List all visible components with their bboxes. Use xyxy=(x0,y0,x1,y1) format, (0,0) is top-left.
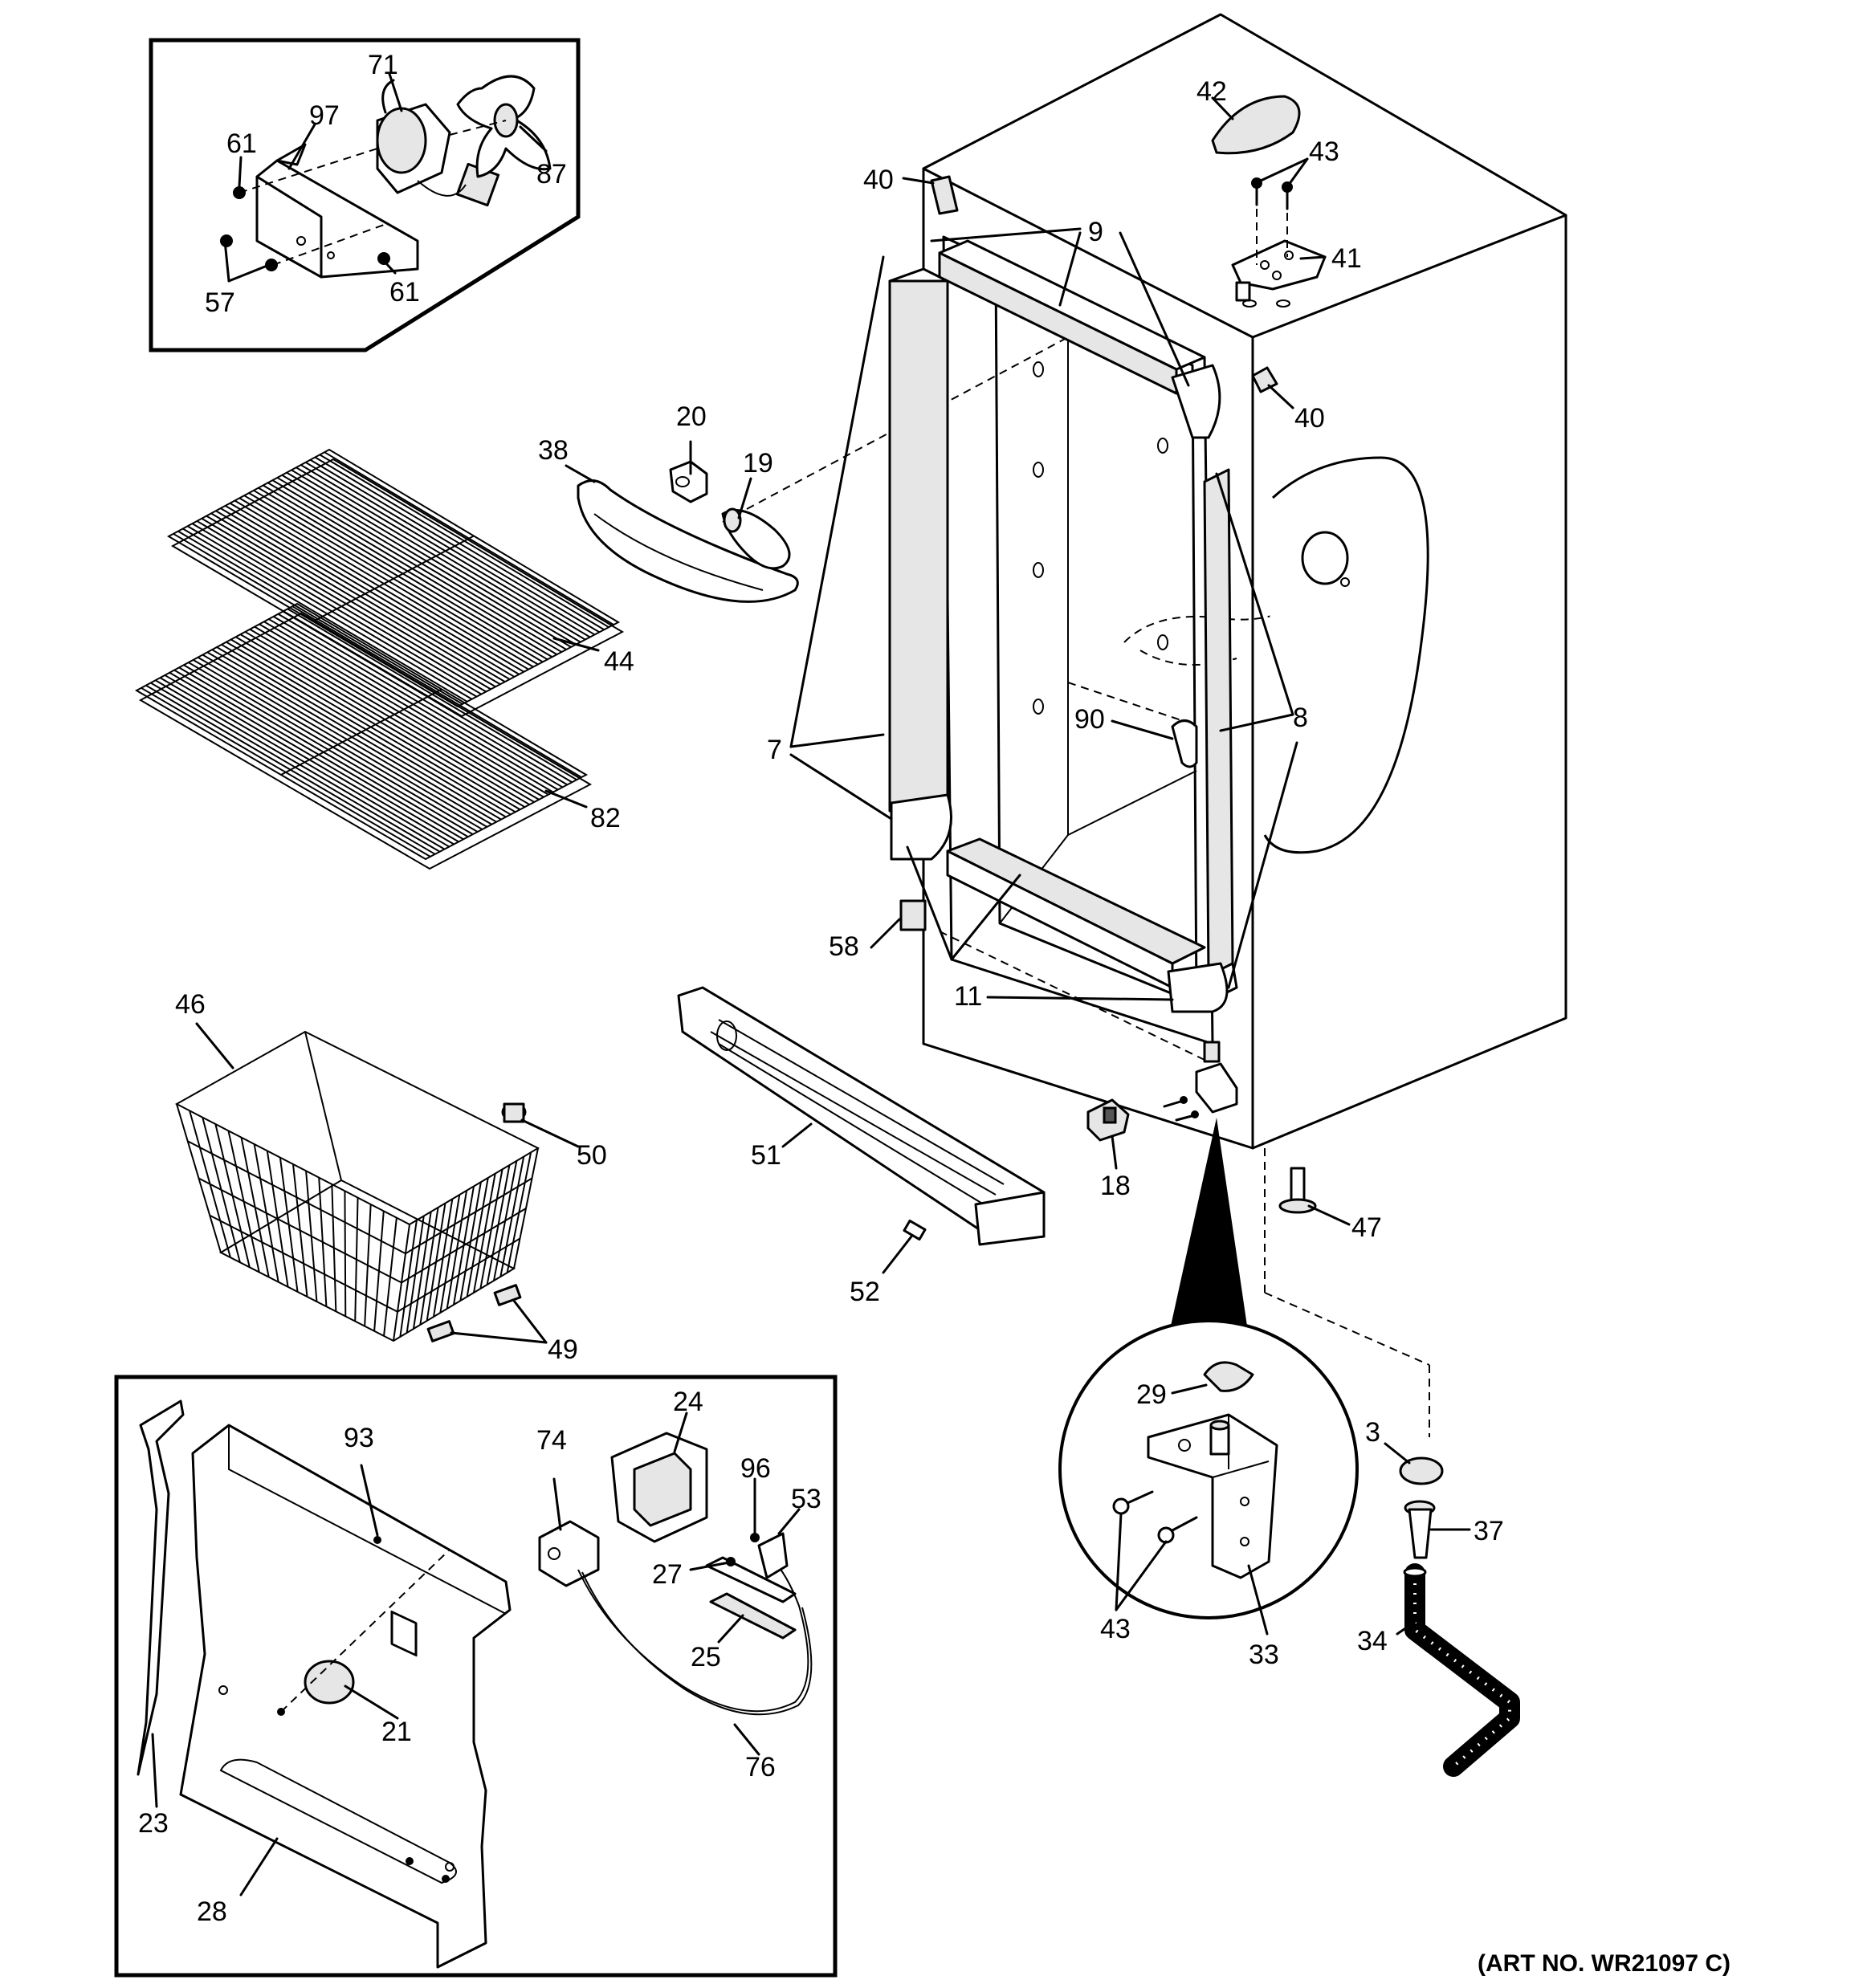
callout-8: 8 xyxy=(1293,703,1308,733)
callout-61-upper: 61 xyxy=(226,128,257,159)
callout-57: 57 xyxy=(205,287,235,318)
callout-37: 37 xyxy=(1474,1516,1504,1546)
basket-stop xyxy=(501,1102,527,1123)
callout-9: 9 xyxy=(1088,217,1103,247)
callout-47: 47 xyxy=(1351,1212,1382,1243)
callout-33: 33 xyxy=(1249,1640,1279,1670)
callout-11: 11 xyxy=(954,981,982,1012)
wire-shelf-upper xyxy=(166,448,625,718)
base-grille xyxy=(677,986,1046,1246)
callout-43-top: 43 xyxy=(1309,136,1339,167)
light-socket xyxy=(669,460,708,503)
art-number: (ART NO. WR21097 C) xyxy=(1478,1950,1730,1977)
callout-97: 97 xyxy=(309,100,340,131)
callout-96: 96 xyxy=(740,1453,771,1484)
callout-29: 29 xyxy=(1136,1379,1167,1410)
breaker-strip-top xyxy=(938,239,1221,439)
callout-50: 50 xyxy=(577,1140,607,1171)
hinge-detail-zoom xyxy=(1058,1118,1359,1619)
callout-74: 74 xyxy=(536,1425,567,1456)
wire-shelf-lower xyxy=(134,602,593,870)
callout-18: 18 xyxy=(1100,1171,1131,1201)
leveling-leg xyxy=(1264,1148,1430,1437)
back-panel-disc xyxy=(1263,456,1429,854)
callout-61-lower: 61 xyxy=(389,277,420,308)
callout-38: 38 xyxy=(538,435,569,466)
drain-cap xyxy=(1399,1456,1444,1485)
leader-lines xyxy=(151,72,1471,1896)
cabinet-body xyxy=(722,13,1567,1150)
callout-46: 46 xyxy=(175,989,206,1020)
callout-7: 7 xyxy=(767,735,782,765)
light-switch xyxy=(899,899,927,931)
light-bulb xyxy=(721,507,791,570)
callout-93: 93 xyxy=(344,1423,374,1453)
callout-28: 28 xyxy=(197,1896,227,1927)
callout-58: 58 xyxy=(829,931,859,962)
callout-40-right: 40 xyxy=(1294,403,1325,434)
door-stop xyxy=(1171,719,1198,768)
breaker-strip-left xyxy=(888,267,952,861)
hinge-screws-top xyxy=(1251,177,1293,265)
wire-basket xyxy=(174,1030,540,1342)
callout-40-left: 40 xyxy=(863,165,894,195)
callout-21: 21 xyxy=(381,1717,412,1747)
callout-3: 3 xyxy=(1365,1417,1380,1448)
top-hinge-cover xyxy=(1211,95,1301,155)
callout-24: 24 xyxy=(673,1387,703,1417)
callout-87: 87 xyxy=(536,159,567,189)
callout-34: 34 xyxy=(1357,1626,1388,1656)
top-hinge xyxy=(1231,239,1327,308)
bottom-hinge-bracket xyxy=(1163,1041,1238,1122)
grille-stud xyxy=(903,1219,927,1241)
callout-44: 44 xyxy=(604,646,634,677)
callout-90: 90 xyxy=(1074,704,1105,735)
callout-53: 53 xyxy=(791,1484,821,1514)
drain-tube xyxy=(1403,1563,1520,1777)
callout-52: 52 xyxy=(850,1277,880,1307)
callout-27: 27 xyxy=(652,1559,683,1590)
callout-43-zoom: 43 xyxy=(1100,1614,1131,1644)
breaker-strip-bottom xyxy=(946,837,1229,1013)
light-shield xyxy=(577,479,799,603)
callout-49: 49 xyxy=(548,1334,578,1365)
callout-41: 41 xyxy=(1331,243,1362,274)
inset-fan-motor xyxy=(149,38,581,352)
callout-23: 23 xyxy=(138,1808,169,1839)
callout-42: 42 xyxy=(1196,76,1227,107)
thermostat-knob xyxy=(1086,1098,1130,1142)
callout-20: 20 xyxy=(676,401,707,432)
callout-82: 82 xyxy=(590,803,621,833)
callout-76: 76 xyxy=(745,1752,776,1782)
drain-fitting xyxy=(1404,1500,1436,1559)
callout-25: 25 xyxy=(691,1642,721,1672)
callout-71: 71 xyxy=(368,50,398,80)
callout-labels: 71 97 61 87 57 61 38 20 19 44 82 40 9 42… xyxy=(138,50,1730,1977)
callout-19: 19 xyxy=(743,448,773,479)
callout-51: 51 xyxy=(751,1140,781,1171)
hinge-cover-top-left xyxy=(930,175,959,215)
inset-evaporator-cover xyxy=(114,1375,838,1978)
basket-clips xyxy=(426,1284,522,1342)
